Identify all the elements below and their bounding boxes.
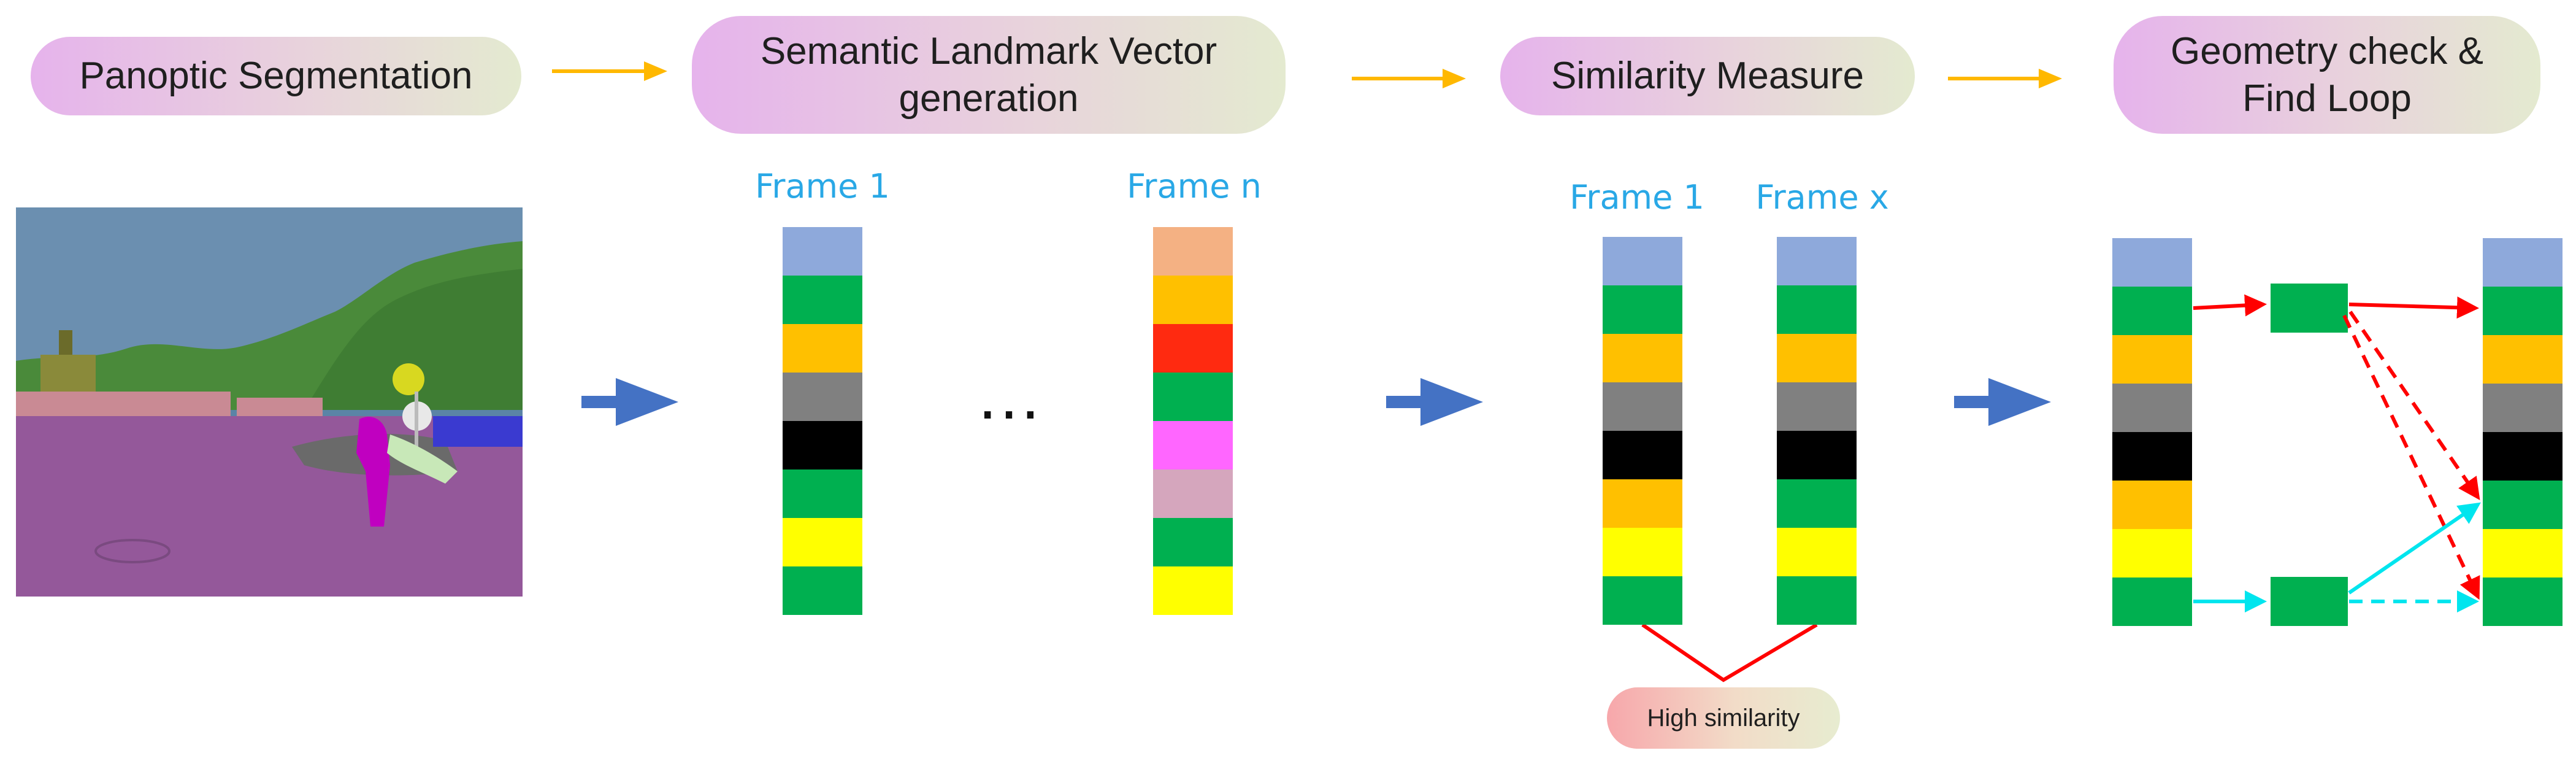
match-arrow-left-to-upper bbox=[2193, 294, 2267, 317]
landmark-block bbox=[1777, 576, 1857, 625]
landmark-block bbox=[2112, 432, 2192, 481]
stage-label: Geometry check & Find Loop bbox=[2171, 29, 2483, 120]
landmark-block bbox=[1153, 518, 1233, 566]
landmark-block bbox=[2483, 578, 2563, 626]
flow-arrow-1 bbox=[581, 378, 678, 426]
matched-landmark-lower bbox=[2271, 577, 2348, 626]
frame-1-label: Frame 1 bbox=[755, 167, 890, 206]
landmark-block bbox=[2483, 335, 2563, 384]
landmark-block bbox=[1153, 566, 1233, 615]
landmark-block bbox=[783, 518, 862, 566]
stage-arrow-2 bbox=[1352, 69, 1466, 88]
landmark-block bbox=[2112, 384, 2192, 432]
landmark-block bbox=[1153, 469, 1233, 518]
landmark-block bbox=[1777, 285, 1857, 334]
landmark-block bbox=[1603, 237, 1682, 285]
landmark-block bbox=[1777, 431, 1857, 479]
stage-arrow-1 bbox=[552, 61, 667, 81]
landmark-block bbox=[783, 469, 862, 518]
landmark-block bbox=[1153, 373, 1233, 421]
dashed-arrow-upper-to-right-low bbox=[2342, 314, 2480, 600]
match-arrow-upper-to-right bbox=[2348, 296, 2479, 319]
landmark-block bbox=[783, 421, 862, 469]
landmark-block bbox=[1153, 227, 1233, 276]
landmark-block bbox=[2483, 287, 2563, 335]
landmark-block bbox=[1777, 382, 1857, 431]
frame-n-label: Frame n bbox=[1127, 167, 1262, 206]
dashed-arrow-upper-to-right-mid bbox=[2348, 311, 2480, 500]
landmark-block bbox=[2112, 287, 2192, 335]
segmented-street-image bbox=[16, 207, 523, 597]
sim-frame-1-label: Frame 1 bbox=[1570, 178, 1704, 217]
matched-landmark-upper bbox=[2271, 284, 2348, 333]
landmark-block bbox=[783, 276, 862, 324]
landmark-block bbox=[1603, 479, 1682, 528]
landmark-block bbox=[1777, 528, 1857, 576]
similarity-connector bbox=[1641, 623, 1818, 682]
landmark-block bbox=[1777, 237, 1857, 285]
landmark-block bbox=[783, 227, 862, 276]
landmark-block bbox=[2112, 481, 2192, 529]
landmark-block bbox=[783, 324, 862, 373]
landmark-block bbox=[1603, 382, 1682, 431]
sim-frame-x-label: Frame x bbox=[1755, 178, 1889, 217]
landmark-block bbox=[2483, 529, 2563, 578]
landmark-block bbox=[2112, 529, 2192, 578]
landmark-block bbox=[1603, 576, 1682, 625]
stage-arrow-3 bbox=[1948, 69, 2062, 88]
landmark-block bbox=[2483, 481, 2563, 529]
flow-arrow-2 bbox=[1386, 378, 1483, 426]
landmark-block bbox=[1603, 334, 1682, 382]
stage-similarity-measure: Similarity Measure bbox=[1500, 37, 1915, 115]
match-arrow-lower-to-right bbox=[2348, 502, 2481, 595]
high-similarity-label: High similarity bbox=[1647, 704, 1800, 732]
landmark-block bbox=[1153, 324, 1233, 373]
landmark-block bbox=[783, 373, 862, 421]
stage-label: Similarity Measure bbox=[1551, 55, 1864, 98]
landmark-block bbox=[1603, 431, 1682, 479]
stage-panoptic-segmentation: Panoptic Segmentation bbox=[31, 37, 521, 115]
stage-landmark-vector-generation: Semantic Landmark Vector generation bbox=[692, 16, 1286, 134]
landmark-block bbox=[1153, 276, 1233, 324]
flow-arrow-3 bbox=[1954, 378, 2051, 426]
landmark-block bbox=[1777, 479, 1857, 528]
landmark-block bbox=[1777, 334, 1857, 382]
landmark-block bbox=[2483, 238, 2563, 287]
landmark-block bbox=[1153, 421, 1233, 469]
stage-geometry-check: Geometry check & Find Loop bbox=[2114, 16, 2540, 134]
landmark-block bbox=[2483, 384, 2563, 432]
stage-label: Semantic Landmark Vector generation bbox=[760, 29, 1217, 120]
landmark-block bbox=[783, 566, 862, 615]
high-similarity-badge: High similarity bbox=[1607, 687, 1840, 749]
landmark-block bbox=[2112, 578, 2192, 626]
landmark-block bbox=[2112, 238, 2192, 287]
landmark-block bbox=[2483, 432, 2563, 481]
landmark-block bbox=[2112, 335, 2192, 384]
landmark-block bbox=[1603, 285, 1682, 334]
ellipsis: … bbox=[975, 358, 1049, 433]
landmark-block bbox=[1603, 528, 1682, 576]
stage-label: Panoptic Segmentation bbox=[79, 55, 473, 98]
